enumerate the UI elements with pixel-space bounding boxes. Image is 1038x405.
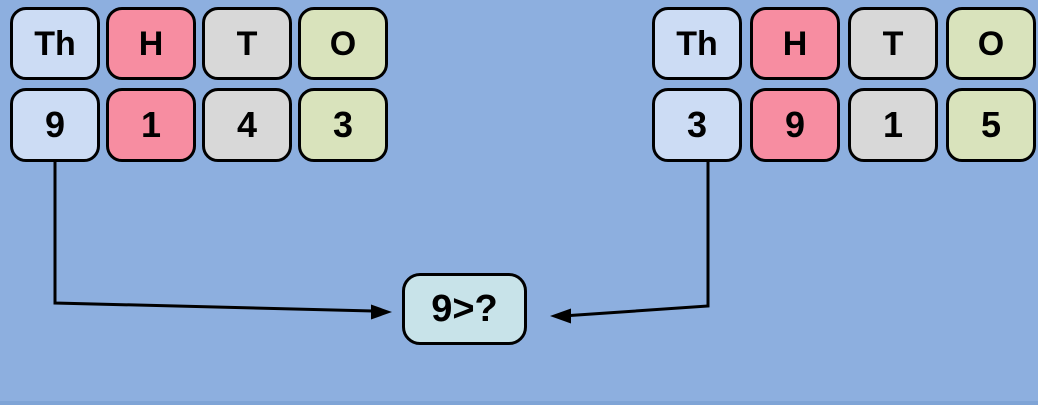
left-place-value-table: Th H T O 9 1 4 3	[10, 7, 388, 162]
right-digit-hundreds: 9	[750, 88, 840, 162]
right-digit-tens: 1	[848, 88, 938, 162]
right-digit-thousands: 3	[652, 88, 742, 162]
left-thousands-arrow	[53, 158, 392, 320]
left-header-tens: T	[202, 7, 292, 80]
slide-bottom-edge	[0, 401, 1038, 405]
right-header-thousands: Th	[652, 7, 742, 80]
right-thousands-arrow	[550, 158, 710, 324]
right-arrowhead-icon	[550, 308, 571, 324]
right-header-hundreds: H	[750, 7, 840, 80]
left-header-ones: O	[298, 7, 388, 80]
comparison-box: 9>?	[402, 273, 527, 345]
left-header-hundreds: H	[106, 7, 196, 80]
right-header-ones: O	[946, 7, 1036, 80]
right-place-value-table: Th H T O 3 9 1 5	[652, 7, 1036, 162]
left-arrowhead-icon	[371, 304, 392, 320]
left-digit-hundreds: 1	[106, 88, 196, 162]
right-header-tens: T	[848, 7, 938, 80]
left-digit-ones: 3	[298, 88, 388, 162]
left-digit-thousands: 9	[10, 88, 100, 162]
left-header-thousands: Th	[10, 7, 100, 80]
right-digit-ones: 5	[946, 88, 1036, 162]
left-digit-tens: 4	[202, 88, 292, 162]
